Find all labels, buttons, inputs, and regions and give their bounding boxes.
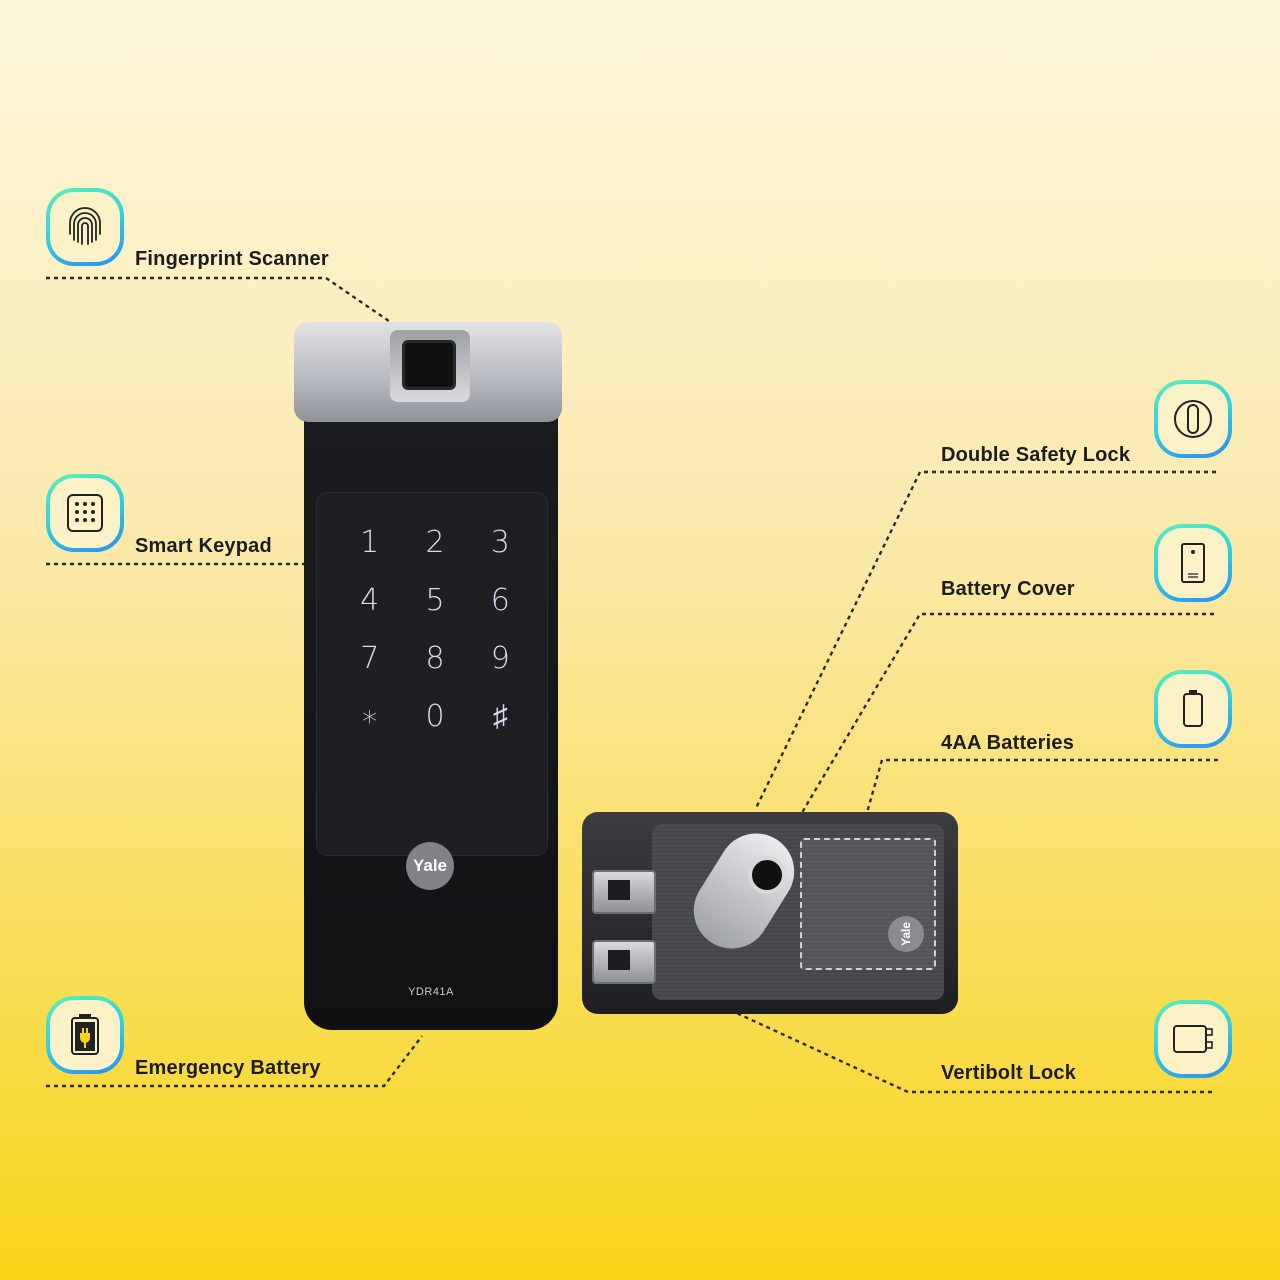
battery-icon (1183, 690, 1203, 727)
emergency-battery-label: Emergency Battery (135, 1057, 321, 1079)
key-5[interactable]: 5 (425, 583, 445, 618)
keypad-icon (67, 494, 103, 532)
fingerprint-icon (69, 207, 101, 245)
smart-keypad-label: Smart Keypad (135, 535, 272, 557)
yale-logo-back: Yale (888, 916, 924, 952)
vertibolt-lock-label: Vertibolt Lock (941, 1062, 1077, 1084)
yale-logo: Yale (406, 842, 454, 890)
keypad-grid: 1 2 3 4 5 6 7 8 9 ∗ 0 ♯ (337, 525, 533, 735)
key-2[interactable]: 2 (425, 525, 445, 560)
fingerprint-sensor[interactable] (402, 340, 456, 390)
leader-vertibolt (639, 964, 1212, 1094)
leader-emergency (46, 1035, 423, 1088)
key-hash[interactable]: ♯ (492, 699, 508, 734)
key-star[interactable]: ∗ (360, 699, 380, 734)
vertibolt-lower (592, 940, 656, 984)
fingerprint-window (390, 330, 470, 402)
leader-batteries (864, 758, 1218, 817)
lock-front-view: 1 2 3 4 5 6 7 8 9 ∗ 0 ♯ Yale YDR41A (290, 322, 570, 1030)
lock-back-view: Yale (582, 812, 958, 1014)
key-9[interactable]: 9 (490, 641, 510, 676)
battery-cover-label: Battery Cover (941, 578, 1075, 600)
key-0[interactable]: 0 (425, 699, 445, 734)
key-8[interactable]: 8 (425, 641, 445, 676)
leader-double-safety (754, 470, 1216, 809)
leader-battery-cover (798, 612, 1214, 817)
keypad-panel: 1 2 3 4 5 6 7 8 9 ∗ 0 ♯ (316, 492, 548, 856)
emergency-battery-badge (46, 996, 124, 1074)
emergency-battery-icon (71, 1014, 99, 1055)
four-aa-batteries-label: 4AA Batteries (941, 732, 1075, 754)
batteries-badge (1154, 670, 1232, 748)
knob-icon (1174, 400, 1212, 438)
leader-fingerprint (46, 276, 403, 331)
key-6[interactable]: 6 (490, 583, 510, 618)
key-1[interactable]: 1 (360, 525, 380, 560)
battery-cover-badge (1154, 524, 1232, 602)
fingerprint-badge (46, 188, 124, 266)
battery-cover-icon (1181, 543, 1205, 583)
key-4[interactable]: 4 (360, 583, 380, 618)
vertibolt-upper (592, 870, 656, 914)
fingerprint-scanner-label: Fingerprint Scanner (135, 248, 329, 270)
lock-body: 1 2 3 4 5 6 7 8 9 ∗ 0 ♯ Yale YDR41A (304, 414, 558, 1030)
lock-handle-top (294, 322, 562, 422)
battery-door[interactable] (800, 838, 936, 970)
key-3[interactable]: 3 (490, 525, 510, 560)
knob-keyhole (748, 856, 786, 894)
model-number: YDR41A (408, 986, 454, 998)
double-safety-lock-label: Double Safety Lock (941, 444, 1131, 466)
double-safety-badge (1154, 380, 1232, 458)
vertibolt-badge (1154, 1000, 1232, 1078)
key-7[interactable]: 7 (360, 641, 380, 676)
vertibolt-icon (1173, 1025, 1213, 1053)
keypad-badge (46, 474, 124, 552)
